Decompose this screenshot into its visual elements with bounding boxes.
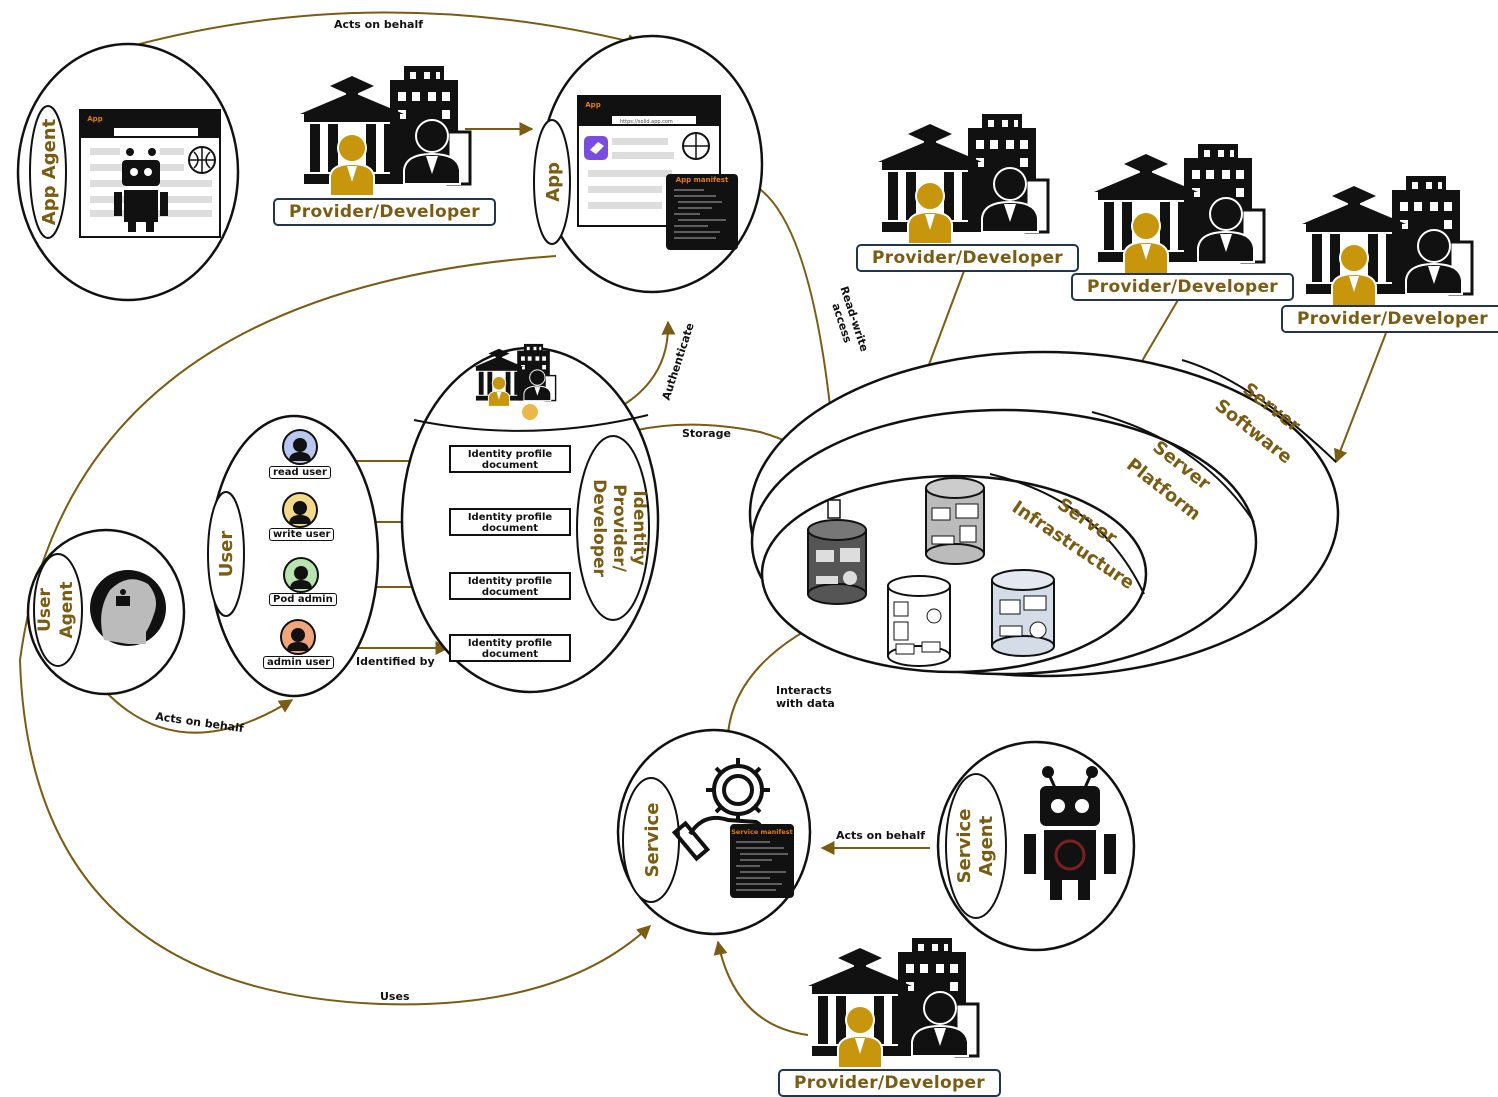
app-label: App: [543, 162, 564, 202]
user-agent-label-oval: [33, 553, 83, 667]
user-agent-label-1: User: [35, 587, 55, 631]
identity-document-2-line2: document: [481, 523, 539, 534]
app-agent-label: App Agent: [39, 118, 60, 225]
service-agent-label-2: Agent: [976, 815, 997, 876]
app-tab-label: App: [585, 101, 600, 109]
arrow-provider-to-software: [1334, 332, 1387, 464]
provider-icon-software: [1300, 174, 1474, 308]
user-head-icon: [90, 570, 166, 646]
user-tag-write-user: write user: [269, 528, 335, 541]
provider-box-platform: Provider/Developer: [1071, 273, 1294, 301]
arrow-user-agent-acts-on-behalf: [103, 689, 294, 734]
identity-document-3-line1: Identity profile: [467, 576, 553, 587]
user-label-oval: [207, 491, 245, 617]
service-agent-label-oval: [945, 773, 1007, 919]
identity-document-2: Identity profile document: [449, 508, 571, 536]
identity-document-4-line1: Identity profile: [467, 638, 553, 649]
write-user-avatar: [282, 492, 318, 528]
platform-divider: [1091, 411, 1255, 523]
user-tag-pod-admin: Pod admin: [269, 593, 337, 606]
service-robot-icon: [1024, 766, 1116, 900]
edge-label-acts-on-behalf-top: Acts on behalf: [334, 18, 424, 31]
infrastructure-divider: [989, 473, 1145, 595]
pod-admin-avatar: [283, 557, 319, 593]
identity-document-4-line2: document: [481, 649, 539, 660]
identity-provider-divider: [413, 414, 649, 432]
identity-document-1-line2: document: [481, 460, 539, 471]
app-url: https://solid.app.com: [620, 119, 673, 125]
edge-label-interacts: Interacts with data: [776, 684, 835, 710]
pod-cylinder-2: [925, 477, 985, 565]
robot-icon: [114, 148, 168, 232]
identity-provider-label-3: Developer: [589, 479, 609, 577]
edge-label-uses: Uses: [380, 990, 410, 1003]
user-tag-admin-user: admin user: [263, 656, 335, 669]
user-agent-label-2: Agent: [57, 581, 77, 638]
app-label-oval: [533, 119, 571, 245]
app-agent-label-oval: [29, 105, 67, 239]
user-tag-read-user: read user: [269, 466, 331, 479]
identity-document-2-line1: Identity profile: [467, 512, 553, 523]
provider-icon-platform: [1092, 142, 1266, 276]
identity-document-1-line1: Identity profile: [467, 449, 553, 460]
arrow-provider-to-service: [713, 940, 809, 1036]
provider-icon-app: [298, 64, 472, 198]
identity-document-4: Identity profile document: [449, 634, 571, 662]
app-manifest-card: App manifest: [666, 174, 738, 250]
badge-icon: [520, 402, 540, 422]
pod-cylinder-3: [887, 575, 951, 667]
edge-label-identified-by: Identified by: [356, 655, 435, 668]
arrow-app-agent-acts-on-behalf: [131, 11, 642, 48]
identity-provider-label-2: Provider/: [609, 484, 629, 573]
app-manifest-title: App manifest: [676, 176, 729, 184]
provider-box-service: Provider/Developer: [778, 1069, 1001, 1097]
edge-label-storage: Storage: [682, 427, 731, 440]
service-manifest-card: Service manifest: [730, 824, 794, 898]
pod-cylinder-4: [991, 569, 1055, 657]
user-label: User: [216, 531, 237, 578]
app-agent-tab-label: App: [87, 115, 102, 123]
identity-document-3: Identity profile document: [449, 572, 571, 600]
arrow-uses: [18, 255, 652, 1006]
edge-label-interacts-1: Interacts: [776, 684, 832, 697]
identity-document-1: Identity profile document: [449, 445, 571, 473]
identity-provider-label-oval: [576, 435, 650, 621]
service-agent-label-1: Service: [954, 809, 975, 884]
identity-document-3-line2: document: [481, 587, 539, 598]
read-user-avatar: [282, 429, 318, 465]
provider-box-app: Provider/Developer: [273, 198, 496, 226]
edge-label-acts-on-behalf-service: Acts on behalf: [836, 829, 926, 842]
arrow-identity-authenticate: [614, 320, 676, 411]
provider-icon-service: [806, 936, 980, 1070]
edge-label-interacts-2: with data: [776, 697, 835, 710]
provider-box-infrastructure: Provider/Developer: [856, 244, 1079, 272]
pod-cylinder-1: [807, 499, 867, 605]
software-divider: [1181, 359, 1337, 463]
identity-provider-label-1: Identity: [629, 490, 649, 565]
provider-icon-infrastructure: [876, 112, 1050, 246]
service-label: Service: [642, 803, 663, 878]
service-manifest-title: Service manifest: [731, 828, 793, 836]
provider-box-software: Provider/Developer: [1281, 305, 1498, 333]
admin-user-avatar: [280, 619, 316, 655]
